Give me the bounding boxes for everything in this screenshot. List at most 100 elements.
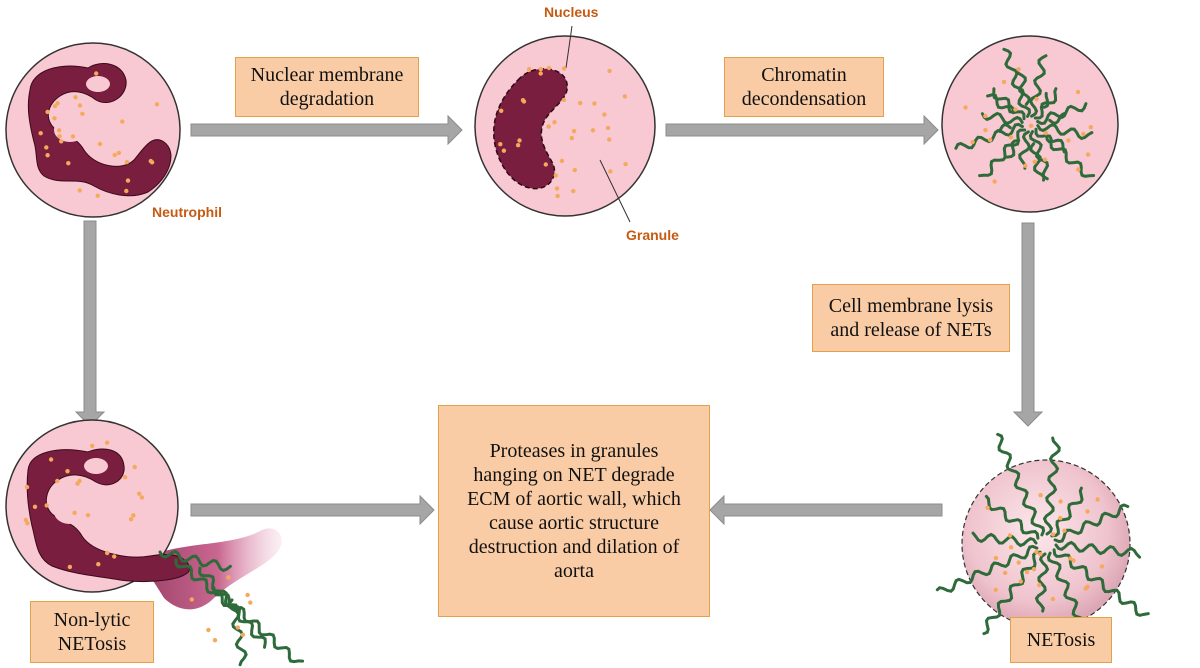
granule-dot <box>499 108 504 114</box>
granule-pointer <box>599 159 631 223</box>
granule-dot <box>1034 549 1039 555</box>
granule-dot <box>622 94 628 99</box>
granule-dot <box>607 68 612 74</box>
granule-dot <box>571 188 576 194</box>
granule-dot <box>120 119 125 124</box>
granule-dot <box>985 505 990 510</box>
granule-dot <box>993 587 998 593</box>
granule-dot <box>554 186 560 191</box>
granule-dot <box>248 600 253 605</box>
granule-dot <box>65 469 70 474</box>
granule-dot <box>1095 497 1100 502</box>
granule-dot <box>1008 135 1014 140</box>
granule-dot <box>52 116 57 121</box>
granule-dot <box>1016 67 1021 72</box>
dna-strand <box>1050 486 1084 538</box>
dna-strand <box>1018 130 1031 170</box>
netosis-cell <box>935 432 1150 636</box>
granule-dot <box>1050 596 1056 602</box>
granule-dot <box>1007 533 1013 538</box>
granule-dot <box>1016 560 1021 565</box>
granule-dot <box>605 125 611 131</box>
granule-dot <box>561 66 567 71</box>
granule-dot <box>122 475 128 480</box>
granule-dot <box>149 160 155 165</box>
arrow-right-2 <box>665 114 939 146</box>
granule-dot <box>543 162 548 167</box>
granule-dot <box>571 128 577 134</box>
dna-strand <box>984 494 1040 540</box>
dna-strand <box>1005 139 1021 159</box>
granule-dot <box>1071 558 1076 563</box>
granule-dot <box>559 158 565 164</box>
dna-strand <box>1039 91 1050 109</box>
granule-dot <box>623 162 628 167</box>
granule-dot <box>96 562 101 567</box>
dna-strand <box>1029 142 1046 182</box>
granule-dot <box>131 513 136 518</box>
granule-dot <box>124 188 129 194</box>
dna-strand <box>1036 123 1094 141</box>
granule-dot <box>38 131 43 136</box>
granule-dot <box>240 632 245 637</box>
granule-dot <box>23 517 28 523</box>
granule-dot <box>52 103 58 109</box>
granule-dot <box>94 71 99 76</box>
granule-dot <box>116 150 122 156</box>
granule-dot <box>1081 131 1086 137</box>
granule-dot <box>553 173 558 178</box>
granule-dot <box>992 179 997 184</box>
granule-dot <box>987 137 993 143</box>
lobed-nucleus-bottom <box>26 448 191 582</box>
dna-strand <box>1033 87 1058 120</box>
granule-dot <box>235 625 240 630</box>
granule-dot <box>515 143 521 148</box>
granule-dot <box>1066 138 1071 143</box>
granule-dot <box>1018 579 1023 584</box>
granule-dot <box>1032 159 1037 164</box>
granule-dot <box>569 135 574 141</box>
granule-dot <box>538 71 543 76</box>
proteases-box: Proteases in granules hanging on NET deg… <box>438 405 710 617</box>
granule-dot <box>501 148 507 153</box>
granules <box>23 65 1105 643</box>
granule-dot <box>572 167 577 173</box>
granule-dot <box>226 575 231 580</box>
granule-dot <box>70 134 76 139</box>
arrow-down-left <box>74 220 106 427</box>
granule-dot <box>112 554 117 559</box>
granule-dot <box>1031 567 1037 572</box>
granule-dot <box>1037 582 1042 588</box>
degraded-nucleus-cell <box>474 25 656 223</box>
granule-dot <box>55 478 60 484</box>
dna-strand <box>1014 69 1031 106</box>
granule-dot <box>112 152 117 158</box>
granule-dot <box>1068 556 1073 561</box>
granule-dot <box>608 169 613 174</box>
granule-dot <box>80 111 85 117</box>
granule-dot <box>77 478 82 484</box>
non-lytic-netosis-cell <box>5 419 305 667</box>
granule-dot <box>1003 570 1008 576</box>
netosis-text: NETosis <box>1026 629 1096 651</box>
granule-dot <box>1023 163 1028 168</box>
granule-dot <box>132 464 137 470</box>
granule-label: Granule <box>626 227 679 243</box>
dna-strand <box>197 566 267 649</box>
dna-strand <box>996 432 1046 537</box>
nuclear-membrane-degradation-text: Nuclear membrane degradation <box>250 64 404 110</box>
granule-dot <box>137 491 142 496</box>
granule-dot <box>555 193 560 199</box>
granule-dot <box>963 105 968 110</box>
dna-strand <box>212 586 305 664</box>
granule-dot <box>67 564 73 570</box>
dna-strand <box>1054 540 1142 559</box>
arrow-right-1 <box>190 114 463 146</box>
dna-strand <box>935 544 1039 593</box>
granule-dot <box>124 159 130 165</box>
granule-dot <box>1024 569 1030 575</box>
dna-strand <box>158 549 232 573</box>
granule-dot <box>546 124 551 129</box>
granule-dot <box>1042 157 1048 162</box>
